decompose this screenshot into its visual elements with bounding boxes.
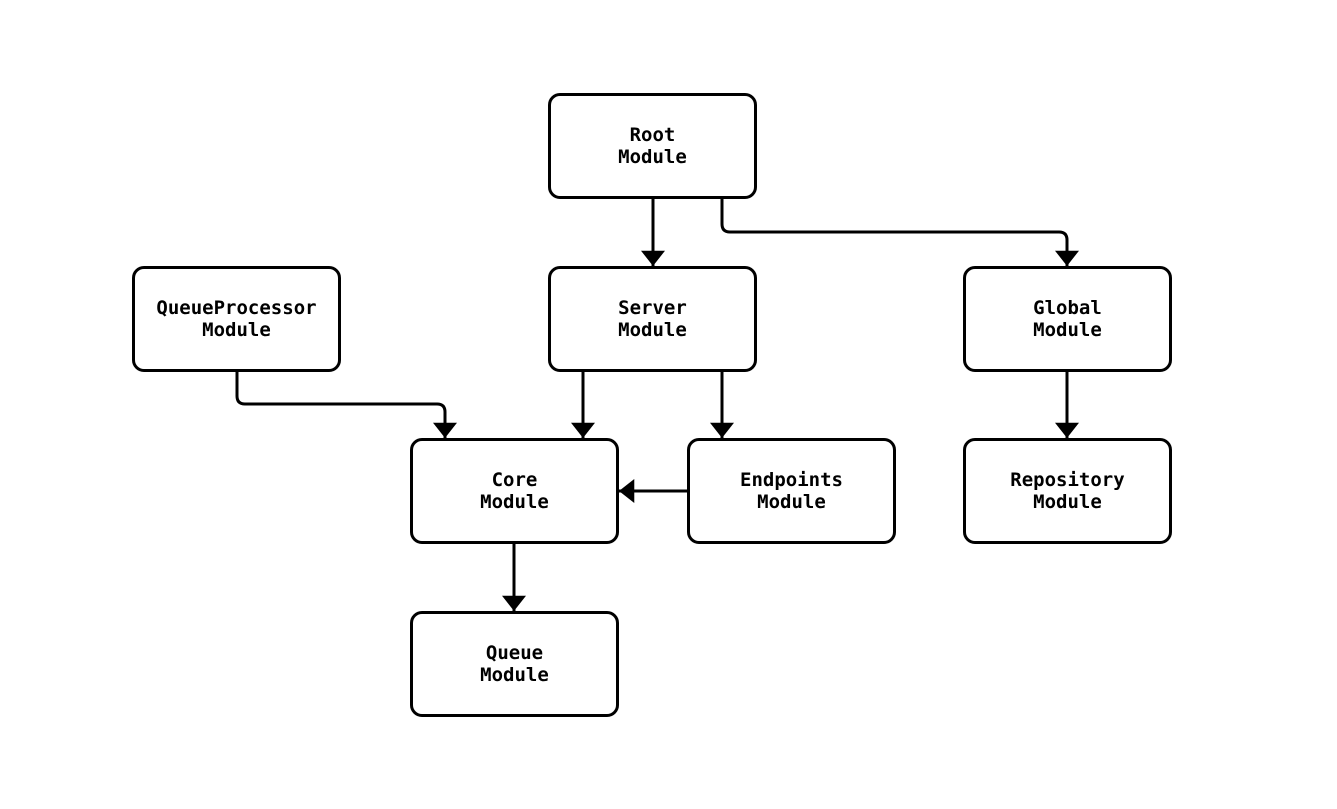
edge-queueprocessor-module-to-core-module xyxy=(235,372,457,438)
node-queue-module: Queue Module xyxy=(410,611,619,717)
node-endpoints-module: Endpoints Module xyxy=(687,438,896,544)
node-global-module-label: Global Module xyxy=(1033,297,1102,341)
node-server-module-label: Server Module xyxy=(618,297,687,341)
node-server-module: Server Module xyxy=(548,266,757,372)
node-core-module: Core Module xyxy=(410,438,619,544)
node-root-module-label: Root Module xyxy=(618,124,687,168)
node-endpoints-module-label: Endpoints Module xyxy=(740,469,843,513)
node-repository-module: Repository Module xyxy=(963,438,1172,544)
edge-root-module-to-global-module xyxy=(720,199,1079,266)
node-root-module: Root Module xyxy=(548,93,757,199)
node-repository-module-label: Repository Module xyxy=(1010,469,1125,513)
node-core-module-label: Core Module xyxy=(480,469,549,513)
node-global-module: Global Module xyxy=(963,266,1172,372)
node-queueprocessor-module: QueueProcessor Module xyxy=(132,266,341,372)
node-queueprocessor-module-label: QueueProcessor Module xyxy=(156,297,317,341)
node-queue-module-label: Queue Module xyxy=(480,642,549,686)
